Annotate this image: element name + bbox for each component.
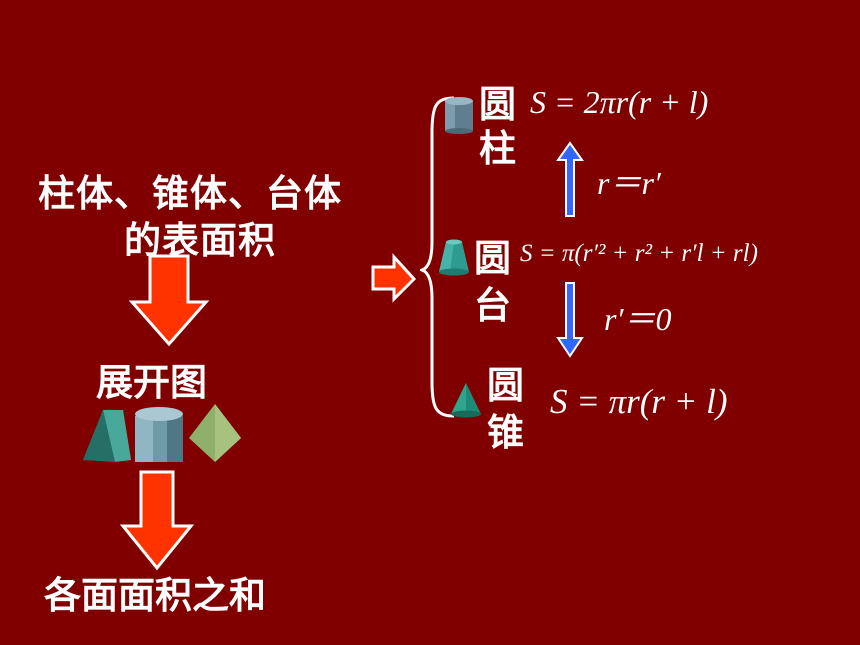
pyramid-icon xyxy=(189,404,241,462)
solids-illustration xyxy=(83,404,241,462)
cylinder-icon xyxy=(445,97,473,134)
cylinder-label-bottom: 柱 xyxy=(479,127,516,170)
curly-brace xyxy=(420,96,455,418)
sum-label: 各面面积之和 xyxy=(44,574,266,617)
down-arrow-blue xyxy=(556,282,584,358)
frustum-icon xyxy=(439,239,469,276)
down-arrow-1 xyxy=(128,254,210,347)
cone-label-top: 圆 xyxy=(487,364,524,407)
up-arrow xyxy=(556,141,584,217)
condition-down: r′＝0 xyxy=(604,301,672,337)
hexagonal-prism-icon xyxy=(135,407,183,462)
condition-up: r＝r′ xyxy=(597,165,661,201)
prism-frustum-icon xyxy=(83,410,131,462)
unfold-label: 展开图 xyxy=(96,361,207,404)
cone-label-bottom: 锥 xyxy=(487,411,524,454)
frustum-formula: S = π(r′² + r² + r′l + rl) xyxy=(520,240,758,267)
cone-formula: S = πr(r + l) xyxy=(550,382,728,421)
frustum-label-top: 圆 xyxy=(474,237,511,280)
cylinder-label-top: 圆 xyxy=(479,83,516,126)
cone-icon xyxy=(451,383,481,418)
frustum-label-bottom: 台 xyxy=(474,284,511,327)
right-arrow xyxy=(371,253,417,303)
cylinder-formula: S = 2πr(r + l) xyxy=(530,84,709,120)
title-line-1: 柱体、锥体、台体 xyxy=(38,172,342,215)
down-arrow-2 xyxy=(119,470,195,571)
